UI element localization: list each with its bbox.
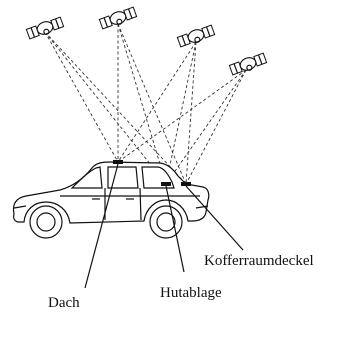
parcel-shelf-label: Hutablage [160, 285, 222, 301]
trunk-lid-label: Kofferraumdeckel [204, 253, 314, 269]
satellite-1-icon [25, 16, 65, 40]
roof-label: Dach [48, 295, 80, 311]
parcel-shelf-antenna [161, 182, 171, 186]
satellite-2-icon [98, 6, 138, 30]
satellite-3-icon [176, 24, 216, 48]
satellite-4-icon [228, 52, 268, 76]
roof-leader-line [84, 163, 119, 289]
trunk-lid-antenna [181, 182, 191, 186]
trunk-lid-leader-line [185, 185, 244, 251]
roof-antenna [113, 160, 123, 164]
car-drawing [12, 161, 210, 239]
signal-lines [44, 23, 247, 185]
parcel-shelf-leader-line [165, 185, 185, 273]
